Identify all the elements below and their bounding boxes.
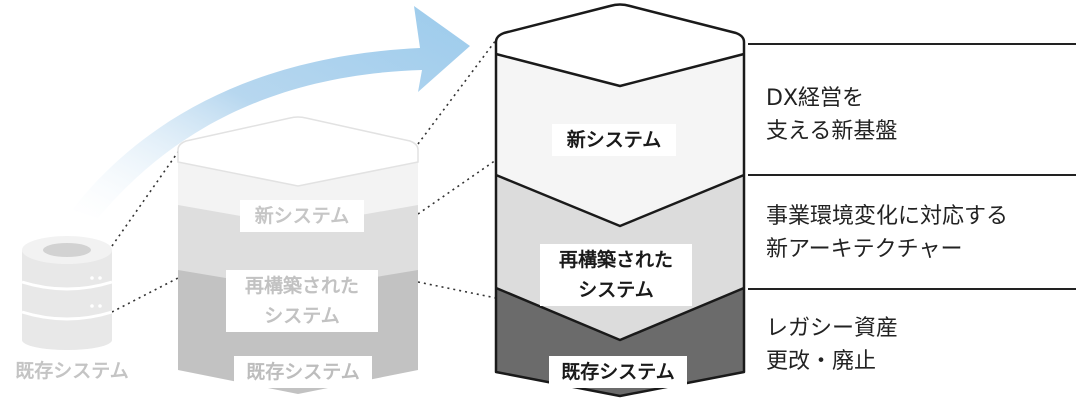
connector-lines	[111, 39, 497, 313]
growth-arrow	[72, 6, 470, 218]
large-rebuilt-line2: システム	[578, 279, 654, 301]
middle-rebuilt-line1: 再構築された	[244, 275, 359, 297]
description-new-architecture: 事業環境変化に対応する 新アーキテクチャー	[766, 200, 1008, 266]
legacy-system-label: 既存システム	[15, 360, 129, 382]
divider-line	[748, 174, 1076, 176]
description-line: 更改・廃止	[766, 349, 877, 374]
description-line: 事業環境変化に対応する	[766, 204, 1009, 229]
divider-line	[748, 288, 1076, 290]
middle-rebuilt-line2: システム	[264, 305, 340, 327]
middle-legacy-system-label: 既存システム	[234, 356, 372, 388]
large-stack	[494, 3, 746, 398]
description-line: DX経営を	[766, 86, 865, 111]
description-legacy-retirement: レガシー資産 更改・廃止	[766, 312, 898, 378]
database-icon	[21, 236, 113, 350]
large-new-system-label: 新システム	[552, 124, 676, 156]
middle-rebuilt-system-label: 再構築された システム	[226, 270, 378, 332]
large-rebuilt-system-label: 再構築された システム	[540, 244, 692, 306]
middle-stack	[177, 116, 419, 394]
middle-new-system-label: 新システム	[240, 200, 364, 232]
description-line: 新アーキテクチャー	[766, 237, 963, 262]
large-legacy-system-label: 既存システム	[549, 356, 687, 388]
description-line: 支える新基盤	[766, 119, 898, 144]
description-new-foundation: DX経営を 支える新基盤	[766, 82, 897, 148]
divider-line	[748, 43, 1076, 45]
description-line: レガシー資産	[766, 316, 899, 341]
large-rebuilt-line1: 再構築された	[558, 249, 673, 271]
